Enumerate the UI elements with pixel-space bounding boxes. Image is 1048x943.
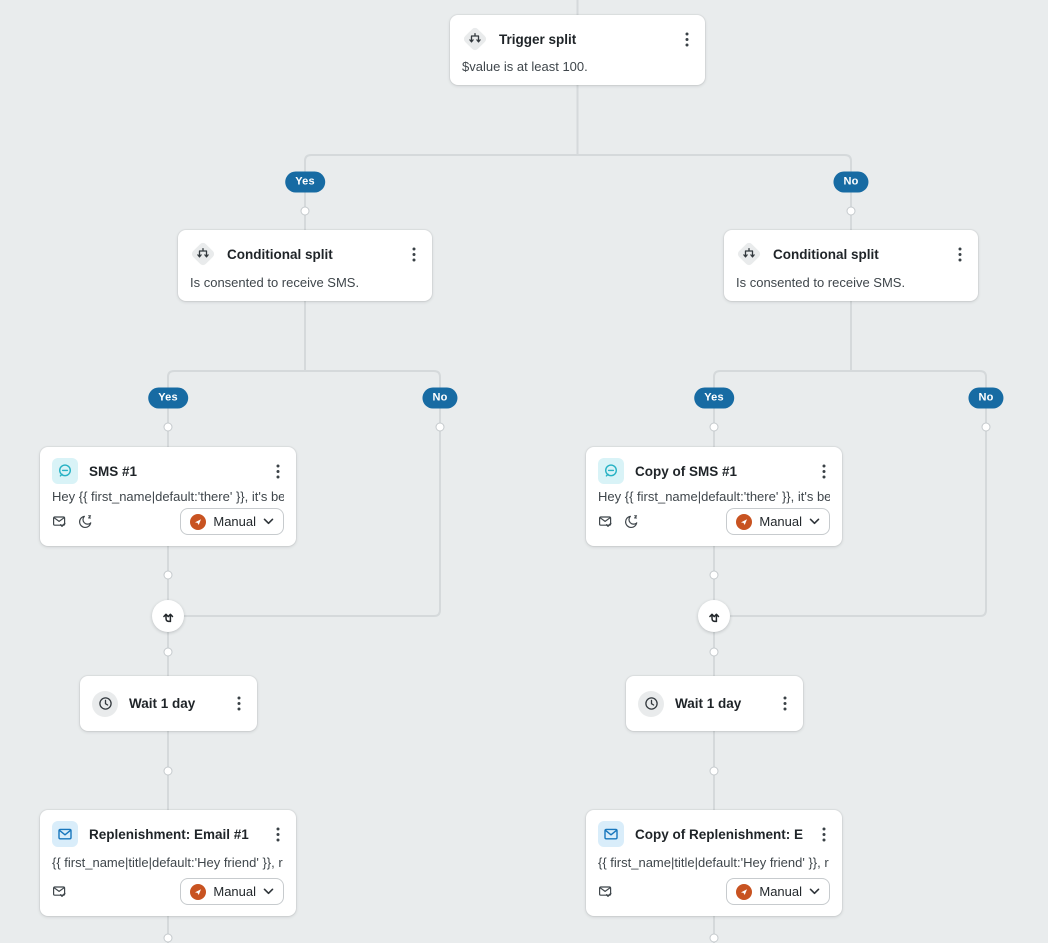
manual-status-icon xyxy=(190,513,207,530)
connector-port[interactable] xyxy=(709,570,719,580)
chevron-down-icon xyxy=(263,888,274,895)
kebab-menu-button[interactable] xyxy=(814,823,834,845)
node-title: Copy of SMS #1 xyxy=(635,463,738,479)
connector-port[interactable] xyxy=(435,422,445,432)
branch-label-no: No xyxy=(968,387,1004,409)
merge-paths-icon xyxy=(152,600,184,632)
manual-status-icon xyxy=(736,513,753,530)
node-description: Is consented to receive SMS. xyxy=(736,275,906,290)
kebab-menu-button[interactable] xyxy=(677,28,697,50)
connector-port[interactable] xyxy=(163,422,173,432)
kebab-menu-button[interactable] xyxy=(268,460,288,482)
status-label: Manual xyxy=(759,884,802,899)
connector-port[interactable] xyxy=(981,422,991,432)
status-dropdown[interactable]: Manual xyxy=(180,508,284,535)
branch-label-no: No xyxy=(833,171,869,193)
branch-label-no: No xyxy=(422,387,458,409)
email-icon xyxy=(52,821,78,847)
tracking-email-check-icon xyxy=(598,884,613,899)
message-preview: Hey {{ first_name|default:'there' }}, it… xyxy=(598,488,830,504)
quiet-hours-moon-icon xyxy=(78,514,93,529)
conditional-split-node-right[interactable]: Conditional split Is consented to receiv… xyxy=(724,230,978,301)
sms-node-right[interactable]: Copy of SMS #1 Hey {{ first_name|default… xyxy=(586,447,842,546)
email-node-left[interactable]: Replenishment: Email #1 {{ first_name|ti… xyxy=(40,810,296,916)
kebab-menu-button[interactable] xyxy=(814,460,834,482)
email-node-right[interactable]: Copy of Replenishment: Em… {{ first_name… xyxy=(586,810,842,916)
status-label: Manual xyxy=(213,514,256,529)
clock-icon xyxy=(92,690,118,717)
conditional-split-node-left[interactable]: Conditional split Is consented to receiv… xyxy=(178,230,432,301)
split-icon xyxy=(462,26,488,52)
kebab-menu-button[interactable] xyxy=(404,243,424,265)
sms-icon xyxy=(598,458,624,484)
node-description: Is consented to receive SMS. xyxy=(190,275,360,290)
status-label: Manual xyxy=(759,514,802,529)
node-title: SMS #1 xyxy=(89,463,138,479)
message-preview: {{ first_name|title|default:'Hey friend'… xyxy=(52,855,284,870)
kebab-menu-button[interactable] xyxy=(229,693,249,715)
chevron-down-icon xyxy=(263,518,274,525)
connector-port[interactable] xyxy=(709,422,719,432)
node-title: Conditional split xyxy=(773,246,879,262)
sms-icon xyxy=(52,458,78,484)
connector-port[interactable] xyxy=(846,206,856,216)
connector-port[interactable] xyxy=(709,933,719,943)
node-description: $value is at least 100. xyxy=(462,59,588,74)
status-dropdown[interactable]: Manual xyxy=(726,508,830,535)
tracking-email-check-icon xyxy=(598,514,613,529)
node-title: Wait 1 day xyxy=(129,696,196,711)
message-preview: {{ first_name|title|default:'Hey friend'… xyxy=(598,855,830,870)
node-title: Replenishment: Email #1 xyxy=(89,826,249,842)
clock-icon xyxy=(638,690,664,717)
sms-node-left[interactable]: SMS #1 Hey {{ first_name|default:'there'… xyxy=(40,447,296,546)
merge-paths-icon xyxy=(698,600,730,632)
chevron-down-icon xyxy=(809,888,820,895)
branch-label-yes: Yes xyxy=(285,171,325,193)
time-delay-node-left[interactable]: Wait 1 day xyxy=(80,676,257,731)
node-title: Wait 1 day xyxy=(675,696,742,711)
connector-port[interactable] xyxy=(709,766,719,776)
connector-port[interactable] xyxy=(300,206,310,216)
tracking-email-check-icon xyxy=(52,884,67,899)
chevron-down-icon xyxy=(809,518,820,525)
node-title: Conditional split xyxy=(227,246,333,262)
status-label: Manual xyxy=(213,884,256,899)
time-delay-node-right[interactable]: Wait 1 day xyxy=(626,676,803,731)
kebab-menu-button[interactable] xyxy=(268,823,288,845)
kebab-menu-button[interactable] xyxy=(775,693,795,715)
node-title: Trigger split xyxy=(499,31,577,47)
quiet-hours-moon-icon xyxy=(624,514,639,529)
email-icon xyxy=(598,821,624,847)
manual-status-icon xyxy=(190,883,207,900)
connector-port[interactable] xyxy=(163,570,173,580)
status-dropdown[interactable]: Manual xyxy=(726,878,830,905)
branch-label-yes: Yes xyxy=(148,387,188,409)
kebab-menu-button[interactable] xyxy=(950,243,970,265)
tracking-email-check-icon xyxy=(52,514,67,529)
split-icon xyxy=(190,241,216,267)
manual-status-icon xyxy=(736,883,753,900)
trigger-split-node[interactable]: Trigger split $value is at least 100. xyxy=(450,15,705,85)
connector-port[interactable] xyxy=(163,766,173,776)
connector-port[interactable] xyxy=(163,647,173,657)
status-dropdown[interactable]: Manual xyxy=(180,878,284,905)
message-preview: Hey {{ first_name|default:'there' }}, it… xyxy=(52,488,284,504)
connector-port[interactable] xyxy=(709,647,719,657)
connector-port[interactable] xyxy=(163,933,173,943)
split-icon xyxy=(736,241,762,267)
branch-label-yes: Yes xyxy=(694,387,734,409)
node-title: Copy of Replenishment: Em… xyxy=(635,826,803,842)
